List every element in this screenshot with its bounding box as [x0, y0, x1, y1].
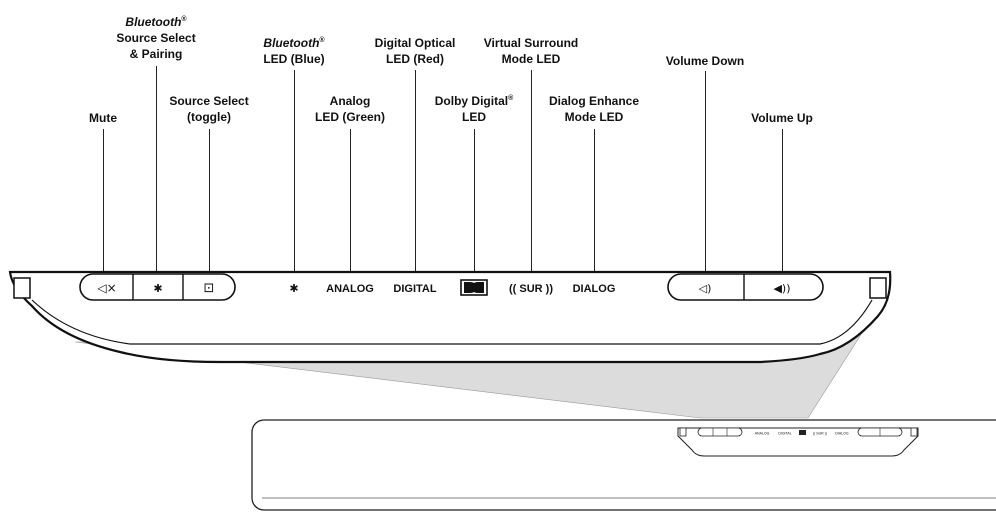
callout-bt-line2: Source Select	[116, 31, 196, 45]
surround-led-label: (( SUR ))	[509, 283, 553, 295]
source-select-button[interactable]: ⊡	[204, 281, 215, 296]
mute-button[interactable]: ◁×	[96, 281, 116, 295]
soundbar-body: ANALOG DIGITAL (( SUR )) DIALOG	[251, 419, 996, 511]
source-icon: ⊡	[204, 281, 215, 296]
callout-dialog-line1: Dialog Enhance	[548, 94, 640, 108]
callout-sur-line2: Mode LED	[501, 52, 561, 66]
callout-bt-brand: Bluetooth	[125, 15, 182, 29]
leader-mute	[103, 129, 104, 275]
callout-source-select: Source Select (toggle)	[169, 93, 248, 125]
volume-down-button[interactable]: ◁)	[699, 282, 712, 295]
volume-down-icon: ◁)	[699, 282, 712, 295]
leader-dialog	[594, 129, 595, 277]
mini-analog-label: ANALOG	[755, 432, 770, 436]
callout-analog-led: Analog LED (Green)	[315, 93, 385, 125]
volume-up-button[interactable]: ◀))	[773, 282, 790, 295]
callout-analog-line2: LED (Green)	[314, 110, 386, 124]
leader-bt-led	[294, 70, 295, 277]
callout-volume-up: Volume Up	[751, 110, 813, 126]
leader-bt-source	[156, 66, 157, 275]
callout-mute-text: Mute	[89, 111, 117, 125]
callout-digital-line1: Digital Optical	[374, 36, 456, 50]
mini-dolby-icon	[799, 430, 806, 435]
volume-up-icon: ◀))	[773, 282, 790, 295]
callout-dolby-led: Dolby Digital® LED	[435, 93, 514, 125]
callout-dolby-line1: Dolby Digital	[434, 94, 509, 108]
right-button-group	[667, 273, 824, 301]
callout-analog-line1: Analog	[329, 94, 371, 108]
callout-volup-text: Volume Up	[751, 111, 813, 125]
callout-digital-line2: LED (Red)	[386, 52, 444, 66]
leader-digital	[415, 70, 416, 277]
leader-volume-up	[782, 129, 783, 275]
callout-bluetooth-led: Bluetooth® LED (Blue)	[263, 35, 324, 67]
callout-btled-line2: LED (Blue)	[263, 52, 325, 66]
control-panel-enlarged: ◁× ✱ ⊡ ✱ ANALOG DIGITAL (( SUR )) DIALOG…	[8, 270, 892, 364]
callout-dialog-led: Dialog Enhance Mode LED	[549, 93, 639, 125]
callout-dialog-line2: Mode LED	[564, 110, 624, 124]
callout-source-line2: (toggle)	[187, 110, 231, 124]
callout-surround-led: Virtual Surround Mode LED	[484, 35, 578, 67]
callout-sur-line1: Virtual Surround	[483, 36, 579, 50]
left-end-cap	[13, 277, 31, 299]
mini-sur-label: (( SUR ))	[813, 432, 827, 436]
callout-volume-down: Volume Down	[666, 53, 744, 69]
callout-bt-reg: ®	[181, 16, 187, 23]
leader-analog	[350, 129, 351, 277]
callout-btled-reg: ®	[319, 37, 325, 44]
callout-source-line1: Source Select	[169, 94, 249, 108]
digital-led-label: DIGITAL	[393, 283, 436, 295]
callout-bluetooth-source-select: Bluetooth® Source Select & Pairing	[116, 14, 195, 62]
callout-mute: Mute	[89, 110, 117, 126]
callout-bt-line3: & Pairing	[129, 47, 183, 61]
bluetooth-led-icon: ✱	[289, 282, 298, 295]
callout-digital-led: Digital Optical LED (Red)	[375, 35, 456, 67]
leader-volume-down	[705, 71, 706, 275]
mute-icon: ◁×	[96, 281, 116, 295]
left-button-group	[79, 273, 236, 301]
bluetooth-icon: ✱	[153, 282, 162, 295]
leader-surround	[531, 70, 532, 277]
leader-source-select	[209, 129, 210, 275]
callout-dolby-reg: ®	[508, 95, 514, 102]
callout-voldown-text: Volume Down	[665, 54, 745, 68]
right-end-cap	[869, 277, 887, 299]
dialog-led-label: DIALOG	[573, 283, 616, 295]
mini-dialog-label: DIALOG	[835, 432, 849, 436]
bluetooth-button[interactable]: ✱	[153, 282, 162, 295]
analog-led-label: ANALOG	[326, 283, 374, 295]
dolby-led-icon	[460, 279, 488, 296]
mini-control-panel: ANALOG DIGITAL (( SUR )) DIALOG	[677, 427, 919, 457]
mini-digital-label: DIGITAL	[778, 432, 791, 436]
callout-dolby-line2: LED	[461, 110, 486, 124]
callout-btled-brand: Bluetooth	[263, 36, 320, 50]
leader-dolby	[474, 129, 475, 277]
